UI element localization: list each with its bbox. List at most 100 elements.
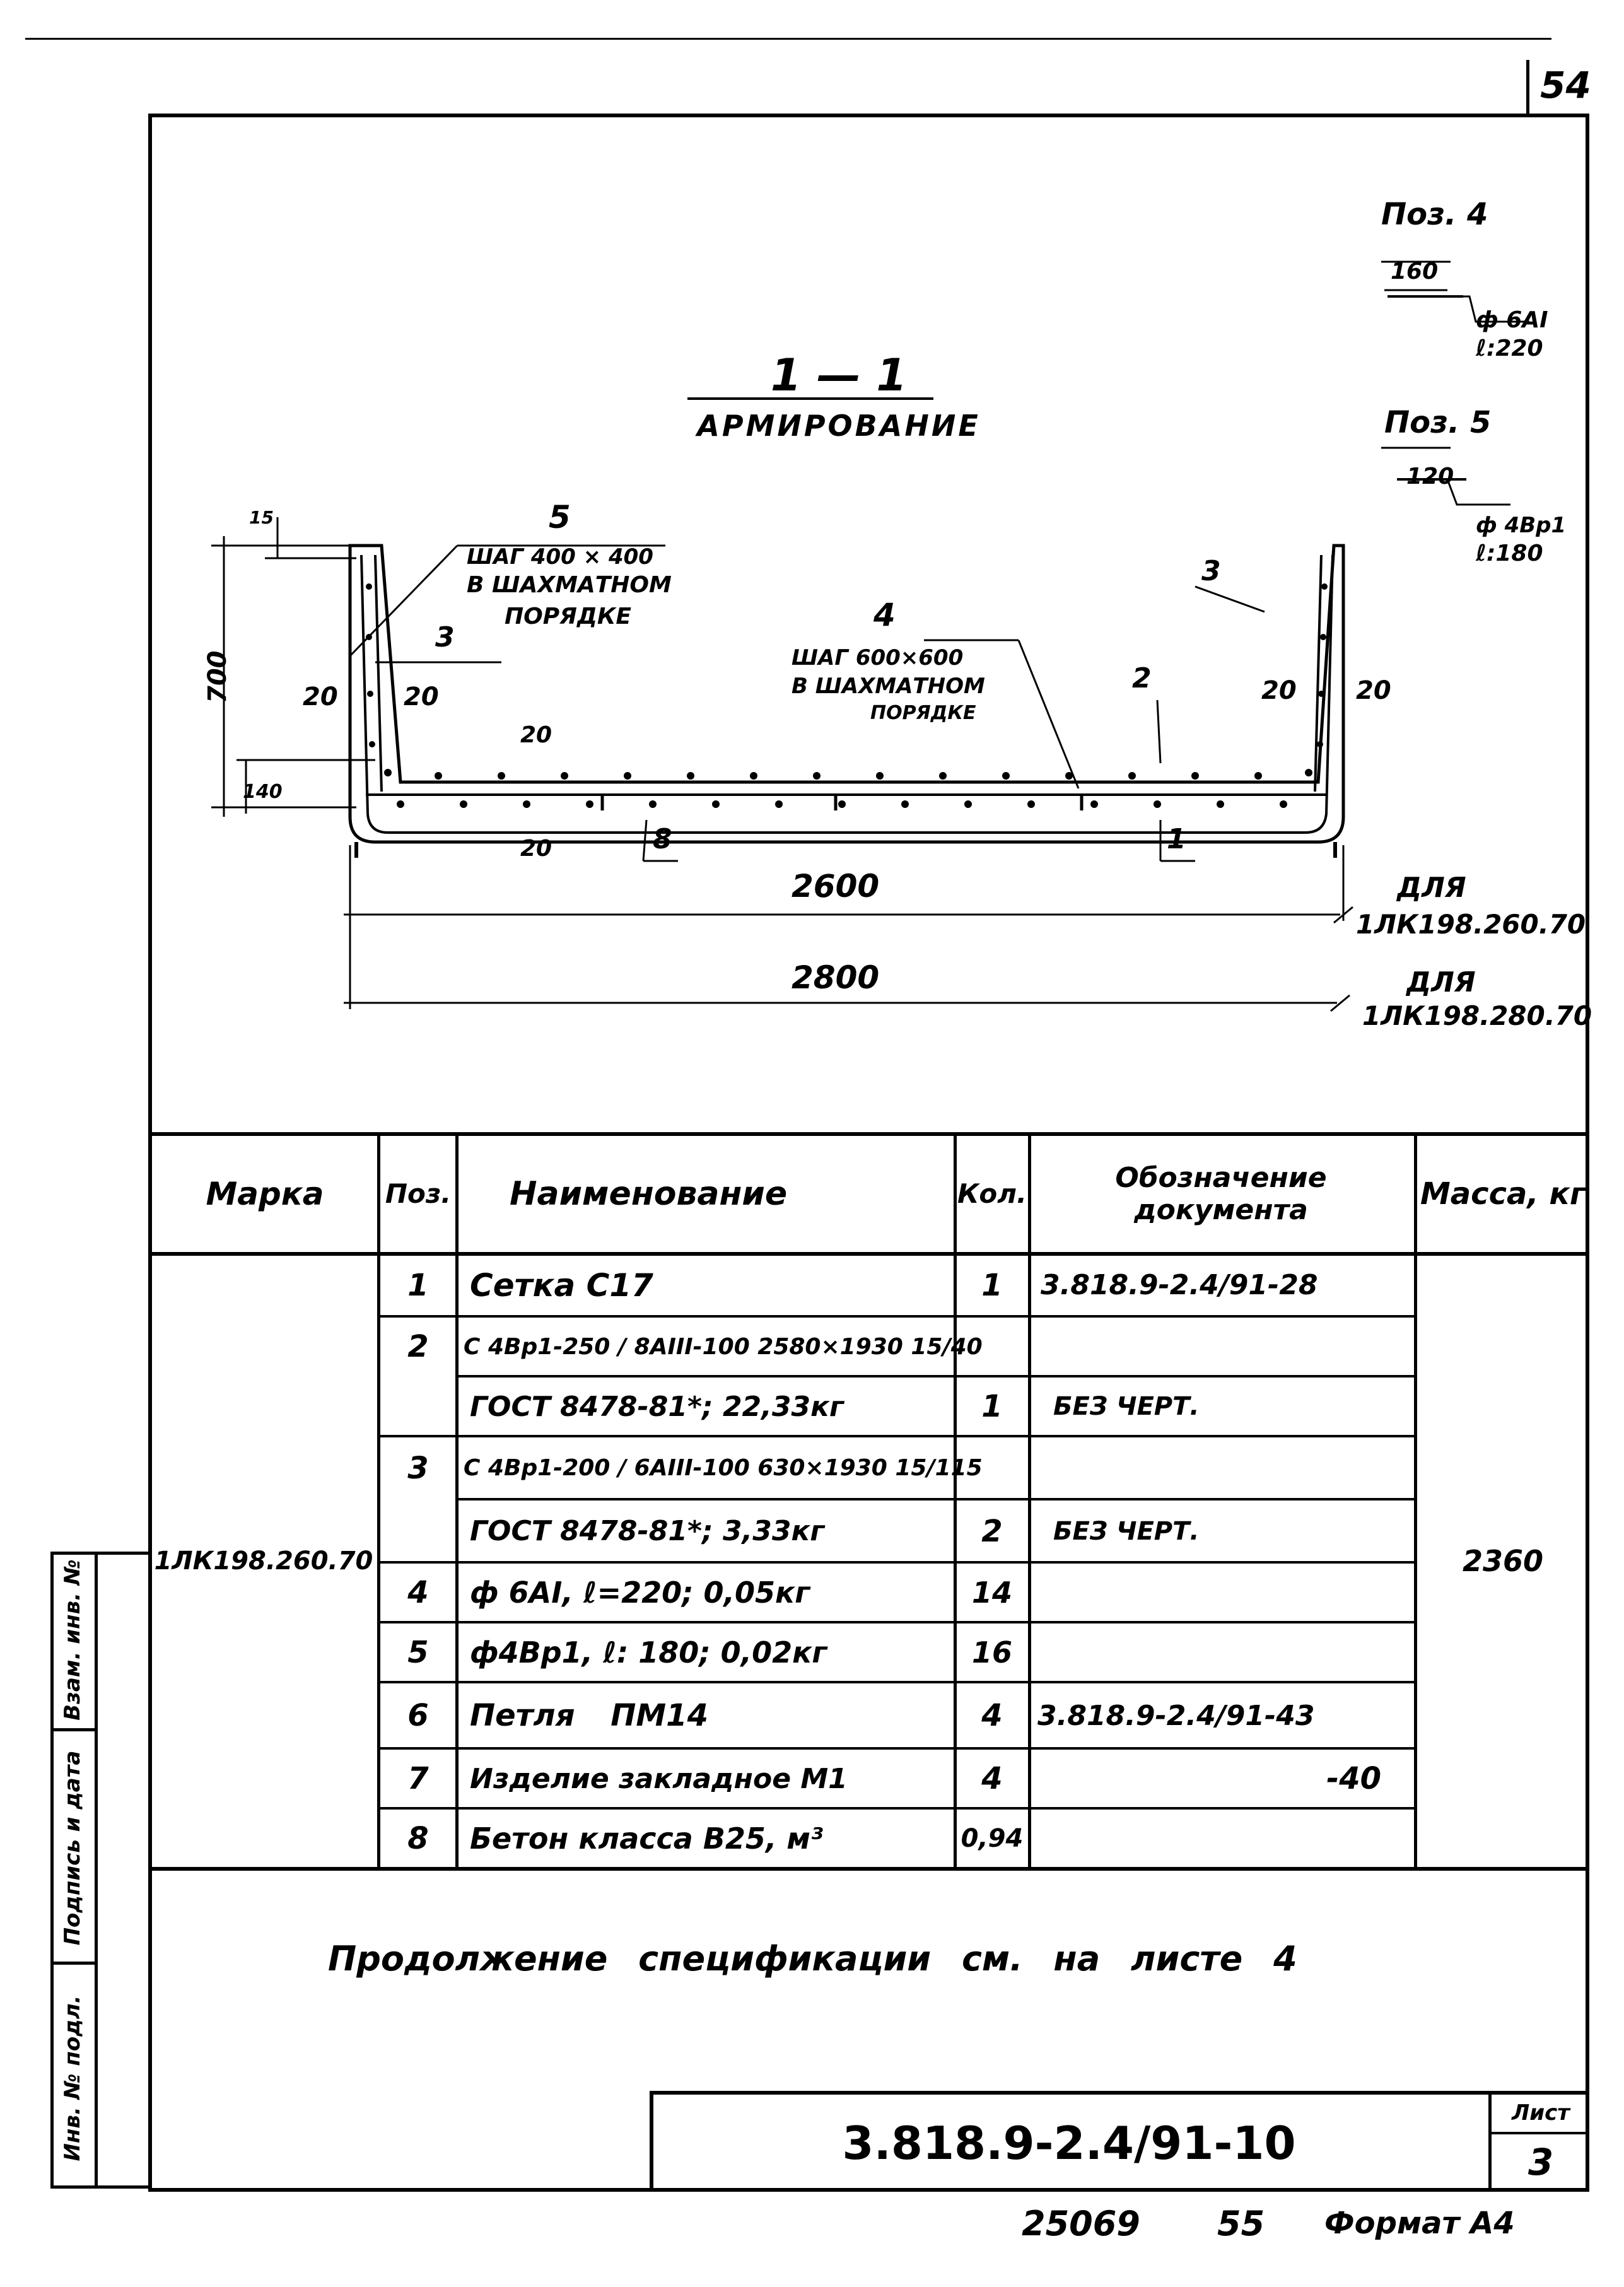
table-top-line xyxy=(148,1132,1589,1136)
side-stamp-inv-podl: Инв. № подл. xyxy=(60,1995,85,2161)
footer-num: 55 xyxy=(1217,2203,1265,2243)
table-row-qty xyxy=(957,1438,1027,1498)
table-row-doc: БЕЗ ЧЕРТ. xyxy=(1053,1392,1200,1421)
header-doc: Обозначение документа xyxy=(1115,1161,1327,1226)
footer-format: Формат А4 xyxy=(1324,2206,1515,2241)
dim-20-right-outer: 20 xyxy=(1356,676,1391,705)
callout-5: 5 xyxy=(549,499,571,535)
table-row-qty: 1 xyxy=(981,1267,1003,1303)
table-row-name: ф4Вр1, ℓ: 180; 0,02кг xyxy=(470,1635,827,1670)
side-stamp-line xyxy=(50,1728,95,1731)
sheet-number: 54 xyxy=(1540,64,1591,107)
callout-4-line3: ПОРЯДКЕ xyxy=(870,701,976,724)
table-row-name: Изделие закладное М1 xyxy=(470,1762,848,1795)
table-row-qty: 16 xyxy=(971,1635,1012,1670)
col-sep-mark xyxy=(377,1132,380,1870)
dim-2600: 2600 xyxy=(792,868,880,904)
header-pos: Поз. xyxy=(385,1178,452,1209)
table-row-qty: 0,94 xyxy=(961,1824,1024,1853)
dim-20-right-inner: 20 xyxy=(1261,676,1297,705)
col-sep-pos xyxy=(455,1132,459,1870)
table-bottom-line xyxy=(148,1867,1589,1871)
row-line xyxy=(378,1747,1416,1750)
for-label-2: ДЛЯ xyxy=(1406,966,1476,998)
table-row-pos: 3 xyxy=(407,1450,429,1486)
table-row-name: Бетон класса В25, м³ xyxy=(470,1822,824,1856)
pos4-bar: ф 6АI xyxy=(1476,307,1548,333)
callout-3-left: 3 xyxy=(435,621,455,653)
table-row-name: С 4Вр1-250 / 8АIII-100 2580×1930 15/40 xyxy=(464,1333,983,1360)
side-stamp-podpis: Подпись и дата xyxy=(60,1750,85,1946)
table-row-pos xyxy=(381,1378,455,1435)
for-label-1: ДЛЯ xyxy=(1397,872,1466,904)
table-row-qty: 1 xyxy=(981,1389,1003,1424)
dim-2800: 2800 xyxy=(792,959,880,996)
cell-mark: 1ЛК198.260.70 xyxy=(154,1547,373,1576)
callout-5-line3: ПОРЯДКЕ xyxy=(505,604,631,629)
callout-8: 8 xyxy=(653,822,672,855)
sheet-value: 3 xyxy=(1528,2140,1554,2184)
table-row-pos: 6 xyxy=(407,1698,429,1733)
table-row-doc xyxy=(1041,1438,1413,1498)
table-row-pos: 4 xyxy=(407,1575,429,1610)
title-block-sep xyxy=(1488,2091,1492,2192)
table-row-qty: 14 xyxy=(971,1576,1012,1610)
row-line xyxy=(455,1375,1416,1377)
table-row-name: ф 6АI, ℓ=220; 0,05кг xyxy=(470,1576,810,1610)
table-row-name: Петля ПМ14 xyxy=(470,1698,708,1733)
pos5-title: Поз. 5 xyxy=(1384,405,1492,440)
callout-5-line1: ШАГ 400 × 400 xyxy=(467,544,653,570)
sheet-label: Лист xyxy=(1512,2100,1570,2126)
callout-1: 1 xyxy=(1167,822,1186,855)
table-row-doc xyxy=(1041,1564,1413,1621)
header-name: Наименование xyxy=(510,1174,788,1213)
side-stamp xyxy=(50,1552,148,2189)
header-mark: Марка xyxy=(206,1175,324,1212)
callout-4: 4 xyxy=(873,597,896,633)
callout-4-line1: ШАГ 600×600 xyxy=(792,645,964,670)
table-row-qty: 4 xyxy=(981,1761,1003,1796)
sheet-number-box: 54 xyxy=(1526,60,1596,117)
drawing-frame xyxy=(148,114,1589,2192)
col-sep-qty xyxy=(1028,1132,1031,1870)
doc-code: 3.818.9-2.4/91-10 xyxy=(842,2116,1296,2170)
table-row-pos: 1 xyxy=(407,1267,429,1303)
for-mark-2: 1ЛК198.280.70 xyxy=(1362,1000,1592,1031)
pos5-bar: ф 4Вр1 xyxy=(1476,512,1567,538)
table-header-bottom-line xyxy=(148,1252,1589,1256)
dim-700: 700 xyxy=(203,650,232,704)
table-row-pos: 7 xyxy=(407,1761,429,1796)
side-stamp-vzam: Взам. инв. № xyxy=(60,1559,85,1721)
footer-code: 25069 xyxy=(1022,2203,1140,2243)
table-row-doc xyxy=(1041,1810,1413,1867)
callout-5-line2: В ШАХМАТНОМ xyxy=(467,572,672,598)
side-stamp-line xyxy=(50,1962,95,1965)
pos4-length-l: ℓ:220 xyxy=(1476,336,1543,361)
table-row-name: С 4Вр1-200 / 6АIII-100 630×1930 15/115 xyxy=(464,1455,983,1481)
dim-15: 15 xyxy=(249,506,274,528)
dim-20-top: 20 xyxy=(520,722,552,748)
table-row-doc: БЕЗ ЧЕРТ. xyxy=(1053,1516,1200,1546)
table-row-qty xyxy=(957,1318,1027,1375)
table-row-doc xyxy=(1041,1318,1413,1375)
row-line xyxy=(378,1807,1416,1810)
section-title: АРМИРОВАНИЕ xyxy=(697,409,981,443)
side-stamp-sep xyxy=(95,1552,98,2189)
row-line xyxy=(378,1561,1416,1564)
pos5-length: 120 xyxy=(1406,463,1454,489)
table-row-pos: 2 xyxy=(407,1329,429,1364)
table-row-pos xyxy=(381,1501,455,1561)
row-line xyxy=(455,1498,1416,1500)
title-block xyxy=(650,2091,1589,2192)
table-row-doc: -40 xyxy=(1326,1761,1381,1796)
table-row-name: Сетка С17 xyxy=(470,1266,653,1304)
table-row-qty: 4 xyxy=(981,1698,1003,1733)
cell-mass: 2360 xyxy=(1462,1544,1544,1578)
row-line xyxy=(378,1315,1416,1318)
header-qty: Кол. xyxy=(957,1178,1027,1209)
pos5-length-l: ℓ:180 xyxy=(1476,541,1543,566)
table-row-name: ГОСТ 8478-81*; 3,33кг xyxy=(470,1515,825,1547)
dim-20-left-inner: 20 xyxy=(404,682,439,711)
callout-3-right: 3 xyxy=(1201,554,1221,587)
col-sep-doc xyxy=(1414,1132,1417,1870)
